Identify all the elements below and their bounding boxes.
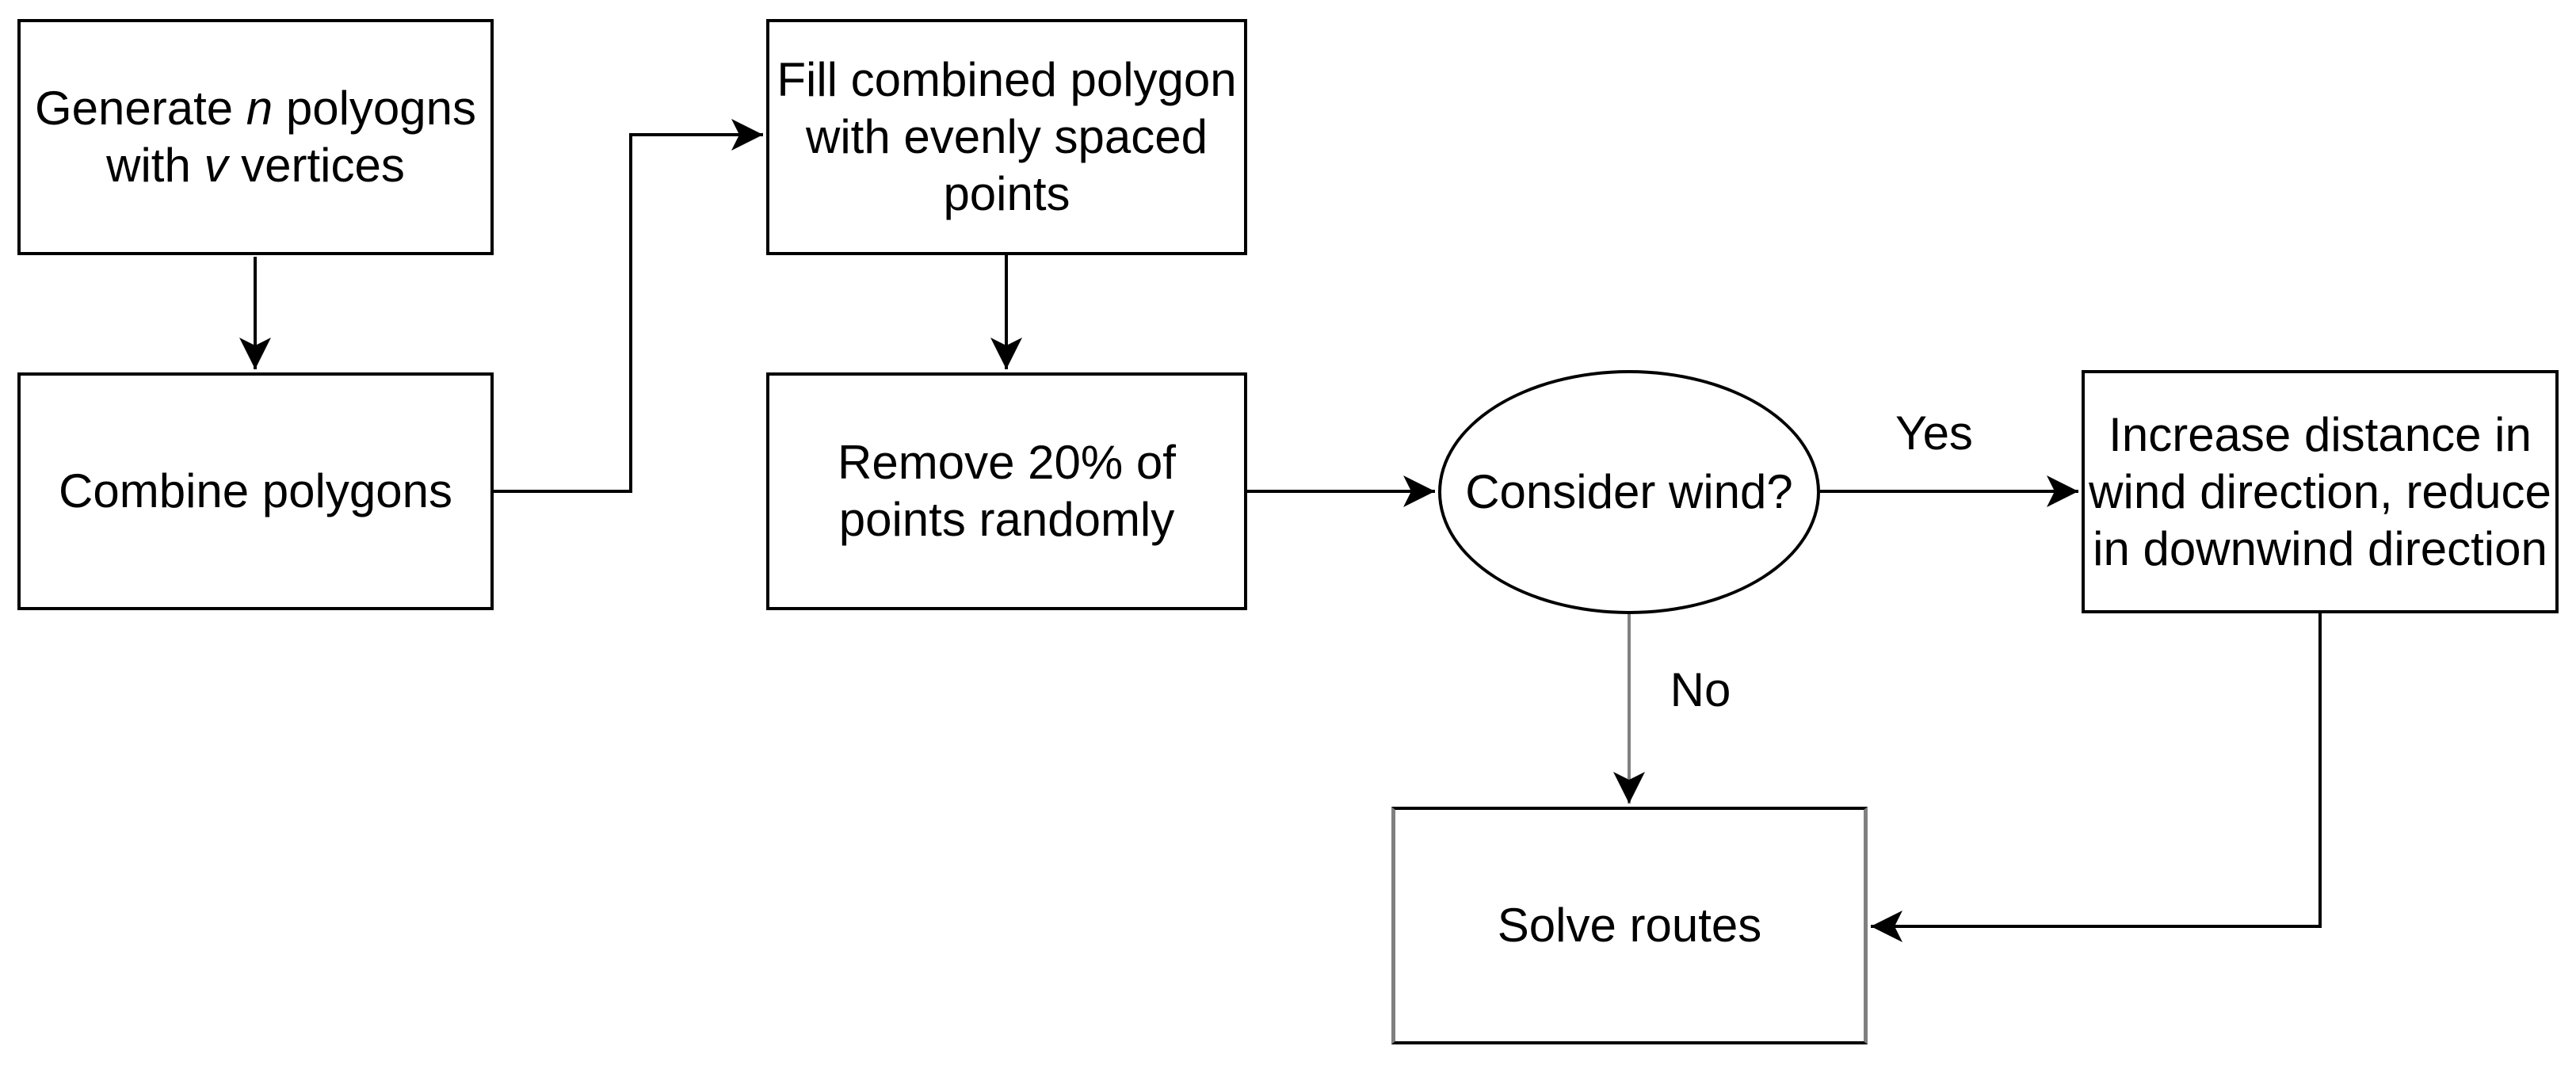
node-text-line: Increase distance in	[2109, 407, 2532, 461]
node-combine-polygons: Combine polygons	[17, 372, 494, 610]
node-generate-polygons: Generate n polyogns with v vertices	[17, 19, 494, 255]
node-text-line: Remove 20% of	[838, 436, 1176, 489]
node-text-line: Solve routes	[1497, 899, 1762, 952]
node-text-line: Consider wind?	[1465, 465, 1793, 518]
edge-label-no: No	[1670, 663, 1731, 716]
node-text-line: Fill combined polygon	[777, 53, 1237, 106]
node-text-line: with evenly spaced	[806, 110, 1208, 163]
node-text-line: in downwind direction	[2093, 521, 2547, 575]
node-generate-line-1: Generate n polyogns	[34, 82, 477, 135]
node-text-line: points	[943, 167, 1070, 220]
edge-combine-to-fill	[494, 119, 763, 493]
node-text-line: points randomly	[838, 493, 1175, 546]
node-generate-line-2: with v vertices	[106, 139, 405, 192]
decision-consider-wind: Consider wind?	[1438, 370, 1820, 614]
variable-v: v	[204, 139, 228, 192]
edge-label-yes: Yes	[1895, 407, 1973, 460]
edge-increase-to-solve	[1871, 613, 2322, 942]
variable-n: n	[246, 82, 273, 135]
node-solve-routes: Solve routes	[1391, 807, 1868, 1044]
node-text-line: wind direction, reduce	[2089, 464, 2551, 518]
node-text-line: Combine polygons	[59, 464, 452, 517]
